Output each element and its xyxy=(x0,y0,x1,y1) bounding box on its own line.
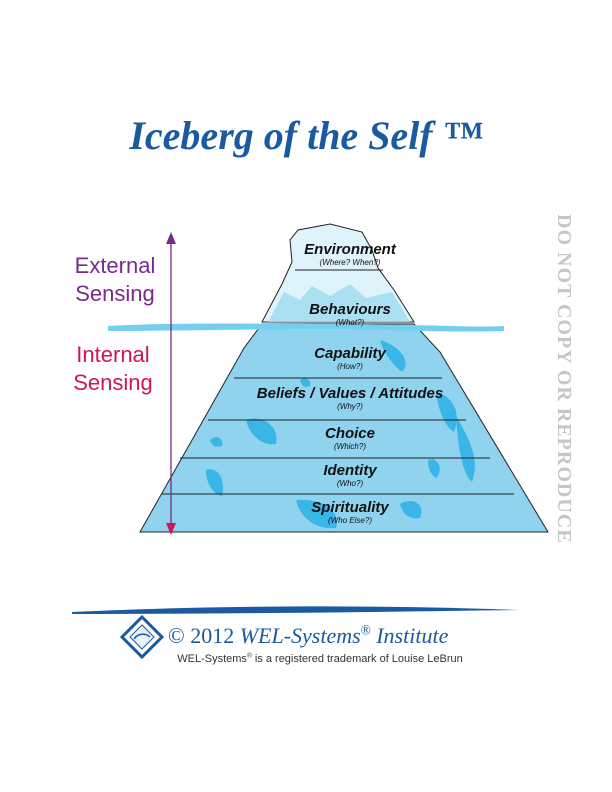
sensing-arrow xyxy=(166,232,176,535)
wel-systems-logo-icon xyxy=(120,615,164,659)
internal-label-line1: Internal xyxy=(76,342,150,367)
internal-sensing-label: Internal Sensing xyxy=(58,341,168,397)
logo-inner-diamond xyxy=(129,624,155,650)
external-sensing-label: External Sensing xyxy=(60,252,170,308)
level-beliefs: Beliefs / Values / Attitudes (Why?) xyxy=(200,386,500,412)
level-name: Behaviours xyxy=(309,301,391,318)
level-question: (Where? When?) xyxy=(319,258,381,267)
level-dividers xyxy=(162,269,514,495)
trademark-notice: WEL-Systems® is a registered trademark o… xyxy=(150,653,490,665)
level-question: (What?) xyxy=(335,318,365,327)
brand-suffix: Institute xyxy=(376,623,449,648)
level-environment: Environment (Where? When?) xyxy=(200,242,500,268)
level-name: Identity xyxy=(323,462,377,479)
level-capability: Capability (How?) xyxy=(200,346,500,372)
level-question: (Who?) xyxy=(336,479,364,488)
level-name: Spirituality xyxy=(311,499,389,516)
level-name: Beliefs / Values / Attitudes xyxy=(256,385,444,402)
copyright-line: © 2012 WEL-Systems® Institute xyxy=(168,623,448,649)
level-spirituality: Spirituality (Who Else?) xyxy=(200,500,500,526)
copyright-year: © 2012 xyxy=(168,623,235,648)
level-behaviours: Behaviours (What?) xyxy=(200,302,500,328)
ice-patch xyxy=(246,418,277,445)
iceberg-body xyxy=(139,323,549,533)
arrow-head-up xyxy=(166,232,176,244)
trademark-brand: WEL-Systems xyxy=(177,653,247,665)
level-name: Capability xyxy=(314,345,386,362)
level-name: Environment xyxy=(304,241,396,258)
diagram-title: Iceberg of the Self ™ xyxy=(129,113,483,158)
registered-mark: ® xyxy=(360,622,371,638)
level-question: (Why?) xyxy=(337,402,363,411)
level-question: (Who Else?) xyxy=(327,516,372,525)
brand-name: WEL-Systems xyxy=(239,623,361,648)
ice-patches xyxy=(206,340,475,529)
watermark-text: DO NOT COPY OR REPRODUCE xyxy=(553,214,575,544)
internal-label-line2: Sensing xyxy=(73,370,153,395)
ice-patch xyxy=(400,500,422,519)
arrow-head-down xyxy=(166,523,176,535)
ice-patch xyxy=(456,416,475,482)
ice-patch xyxy=(300,378,311,387)
iceberg-tip-shade xyxy=(268,284,410,322)
ice-patch xyxy=(436,392,457,432)
footer-swoosh xyxy=(72,606,520,614)
level-name: Choice xyxy=(324,425,375,442)
ice-patch xyxy=(206,469,224,496)
trademark-owner: is a registered trademark of Louise LeBr… xyxy=(251,653,463,665)
level-identity: Identity (Who?) xyxy=(200,463,500,489)
ice-patch xyxy=(296,499,337,529)
external-label-line2: Sensing xyxy=(75,281,155,306)
ice-patch xyxy=(210,437,223,447)
level-question: (Which?) xyxy=(333,442,366,451)
ice-patch xyxy=(380,340,406,372)
trademark-reg-mark: ® xyxy=(246,652,252,660)
ice-patch xyxy=(428,459,440,478)
logo-diamond xyxy=(120,615,164,659)
logo-swirl xyxy=(133,633,151,640)
waterline xyxy=(108,323,504,332)
level-choice: Choice (Which?) xyxy=(200,426,500,452)
level-question: (How?) xyxy=(337,362,363,371)
external-label-line1: External xyxy=(74,253,156,278)
